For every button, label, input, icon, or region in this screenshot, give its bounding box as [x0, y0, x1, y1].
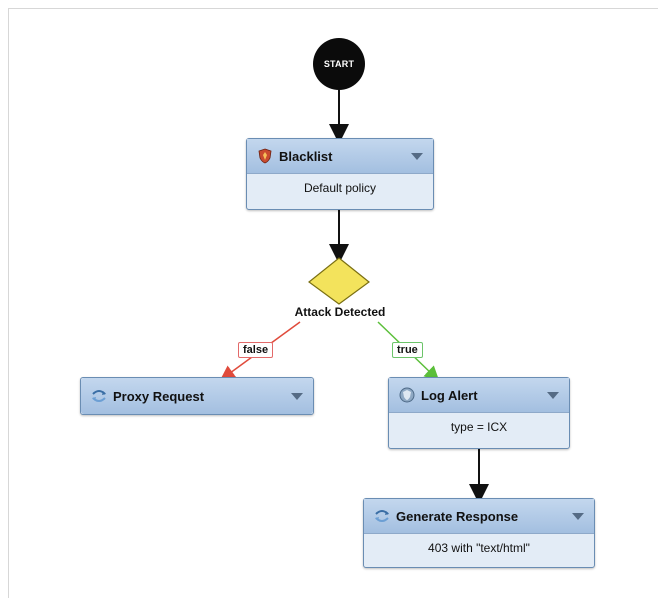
generate-response-node-header[interactable]: Generate Response: [364, 499, 594, 534]
edge-true-label: true: [392, 342, 423, 358]
log-alert-title: Log Alert: [421, 387, 478, 403]
frame-border-left: [8, 8, 9, 598]
chevron-down-icon[interactable]: [547, 391, 559, 399]
generate-response-node[interactable]: Generate Response 403 with "text/html": [363, 498, 595, 568]
proxy-request-title: Proxy Request: [113, 388, 205, 404]
log-alert-node[interactable]: Log Alert type = ICX: [388, 377, 570, 449]
proxy-request-node[interactable]: Proxy Request: [80, 377, 314, 415]
start-label: START: [323, 59, 355, 69]
response-arrows-icon: [374, 508, 390, 524]
alert-badge-icon: [399, 387, 415, 403]
blacklist-node-header[interactable]: Blacklist: [247, 139, 433, 174]
edge-false-label: false: [238, 342, 274, 358]
chevron-down-icon[interactable]: [572, 512, 584, 520]
proxy-request-node-header[interactable]: Proxy Request: [81, 378, 313, 414]
start-node[interactable]: START: [313, 38, 365, 90]
log-alert-subtitle: type = ICX: [450, 420, 508, 434]
blacklist-subtitle: Default policy: [303, 181, 377, 195]
proxy-arrows-icon: [91, 388, 107, 404]
generate-response-title: Generate Response: [396, 508, 519, 524]
chevron-down-icon[interactable]: [291, 392, 303, 400]
generate-response-subtitle: 403 with "text/html": [428, 541, 530, 555]
shield-fire-icon: [257, 148, 273, 164]
decision-label: Attack Detected: [294, 305, 386, 319]
blacklist-node[interactable]: Blacklist Default policy: [246, 138, 434, 210]
log-alert-node-header[interactable]: Log Alert: [389, 378, 569, 413]
decision-diamond[interactable]: [308, 257, 370, 305]
chevron-down-icon[interactable]: [411, 152, 423, 160]
blacklist-title: Blacklist: [279, 148, 333, 164]
frame-border-top: [8, 8, 658, 9]
